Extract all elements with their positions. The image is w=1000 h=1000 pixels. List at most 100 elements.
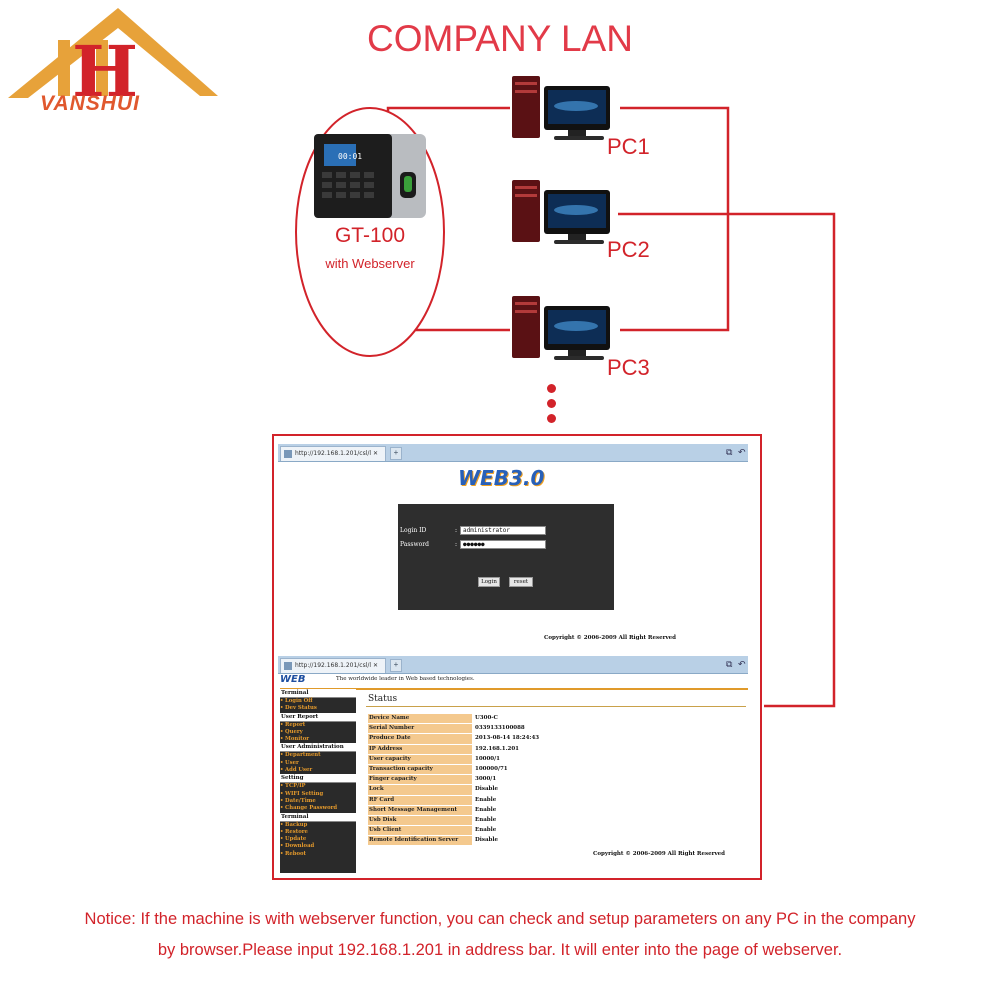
- sidebar-item[interactable]: Download: [280, 843, 356, 850]
- status-value: 2013-08-14 18:24:43: [475, 735, 540, 742]
- login-id-label: Login ID: [400, 527, 427, 534]
- status-value: Enable: [475, 827, 497, 834]
- status-key: Device Name: [368, 714, 472, 725]
- tab-url: http://192.168.1.201/csl/l: [295, 662, 372, 669]
- sidebar-section-heading: Setting: [280, 774, 356, 784]
- login-button[interactable]: Login: [478, 577, 500, 587]
- login-browser-tabbar: http://192.168.1.201/csl/l ✕ + ⧉ ↶: [278, 444, 748, 462]
- login-browser-tab[interactable]: http://192.168.1.201/csl/l ✕: [280, 446, 386, 461]
- status-value: Enable: [475, 816, 497, 823]
- status-value: 3000/1: [475, 776, 497, 783]
- sidebar-item[interactable]: Report: [280, 722, 356, 729]
- sidebar-item[interactable]: Restore: [280, 829, 356, 836]
- status-key: Transaction capacity: [368, 764, 472, 776]
- pc2-label: PC2: [607, 237, 650, 262]
- diagram-title: COMPANY LAN: [367, 18, 633, 59]
- status-value: 192.168.1.201: [475, 745, 520, 752]
- new-tab-button[interactable]: +: [390, 659, 402, 672]
- window-icon[interactable]: ⧉: [726, 447, 733, 457]
- web-badge: WEB: [280, 674, 306, 685]
- slogan: The worldwide leader in Web based techno…: [336, 676, 475, 682]
- sidebar-item[interactable]: User: [280, 760, 356, 767]
- status-browser-tab[interactable]: http://192.168.1.201/csl/l ✕: [280, 658, 386, 673]
- notice-line-1: Notice: If the machine is with webserver…: [84, 910, 916, 928]
- login-id-input[interactable]: administrator: [460, 526, 546, 535]
- web30-badge: WEB3.0: [458, 466, 545, 490]
- status-copyright: Copyright © 2006-2009 All Right Reserved: [593, 851, 726, 857]
- notice-line-2: by browser.Please input 192.168.1.201 in…: [157, 941, 843, 959]
- status-value: 0339133100088: [475, 725, 525, 732]
- sidebar-item[interactable]: Dev Status: [280, 705, 356, 712]
- device-model: GT-100: [334, 224, 406, 247]
- status-value: Disable: [475, 837, 498, 844]
- status-divider: [366, 706, 746, 707]
- logo-text: VANSHUI: [40, 92, 140, 115]
- pc3-label: PC3: [607, 355, 650, 380]
- sidebar-item[interactable]: Update: [280, 836, 356, 843]
- tab-url: http://192.168.1.201/csl/l: [295, 450, 372, 457]
- sidebar-item[interactable]: Department: [280, 752, 356, 759]
- sidebar-section-heading: Terminal: [280, 812, 356, 822]
- device-subtitle: with Webserver: [325, 256, 415, 271]
- pc2-icon: [512, 180, 610, 244]
- wire-pc2: [618, 212, 836, 708]
- pc1-label: PC1: [607, 134, 650, 159]
- page-icon: [284, 450, 292, 458]
- status-value: 100000/71: [475, 766, 508, 773]
- sidebar-item[interactable]: Add User: [280, 767, 356, 774]
- password-label: Password: [400, 541, 429, 548]
- continuation-dot: [547, 384, 556, 393]
- webserver-screenshots: http://192.168.1.201/csl/l ✕ + ⧉ ↶ WEB3.…: [272, 434, 762, 880]
- back-icon[interactable]: ↶: [738, 659, 746, 669]
- sidebar-item[interactable]: Login Off: [280, 698, 356, 705]
- continuation-dot: [547, 414, 556, 423]
- login-copyright: Copyright © 2006-2009 All Right Reserved: [544, 635, 677, 641]
- sidebar-item[interactable]: WIFI Setting: [280, 791, 356, 798]
- status-browser-tabbar: http://192.168.1.201/csl/l ✕ + ⧉ ↶: [278, 656, 748, 674]
- status-value: Disable: [475, 786, 498, 793]
- vanshui-logo: H: [8, 8, 218, 113]
- sidebar-item[interactable]: Date/Time: [280, 798, 356, 805]
- sidebar-item[interactable]: Backup: [280, 822, 356, 829]
- status-header: WEB The worldwide leader in Web based te…: [280, 674, 748, 690]
- status-value: Enable: [475, 806, 497, 813]
- status-key: Remote Identification Server: [368, 835, 472, 847]
- sidebar-item[interactable]: Change Password: [280, 805, 356, 812]
- device-ellipse: [295, 107, 445, 357]
- password-input[interactable]: ●●●●●●: [460, 540, 546, 549]
- page-icon: [284, 662, 292, 670]
- sidebar-item[interactable]: Query: [280, 729, 356, 736]
- status-key: Usb Client: [368, 825, 472, 837]
- logo-letter: H: [72, 30, 138, 113]
- sidebar-item[interactable]: TCP/IP: [280, 783, 356, 790]
- sidebar-section-heading: User Report: [280, 712, 356, 722]
- status-value: U300-C: [475, 715, 498, 722]
- sidebar-section-heading: User Administration: [280, 743, 356, 753]
- pc3-icon: [512, 296, 610, 360]
- window-icon[interactable]: ⧉: [726, 659, 733, 669]
- sidebar-item[interactable]: Monitor: [280, 736, 356, 743]
- status-key: Usb Disk: [368, 815, 472, 827]
- status-value: 10000/1: [475, 755, 500, 762]
- status-value: Enable: [475, 796, 497, 803]
- continuation-dot: [547, 399, 556, 408]
- sidebar-item[interactable]: Reboot: [280, 851, 356, 858]
- status-key: IP Address: [368, 744, 472, 755]
- new-tab-button[interactable]: +: [390, 447, 402, 460]
- reset-button[interactable]: reset: [509, 577, 533, 587]
- back-icon[interactable]: ↶: [738, 447, 746, 457]
